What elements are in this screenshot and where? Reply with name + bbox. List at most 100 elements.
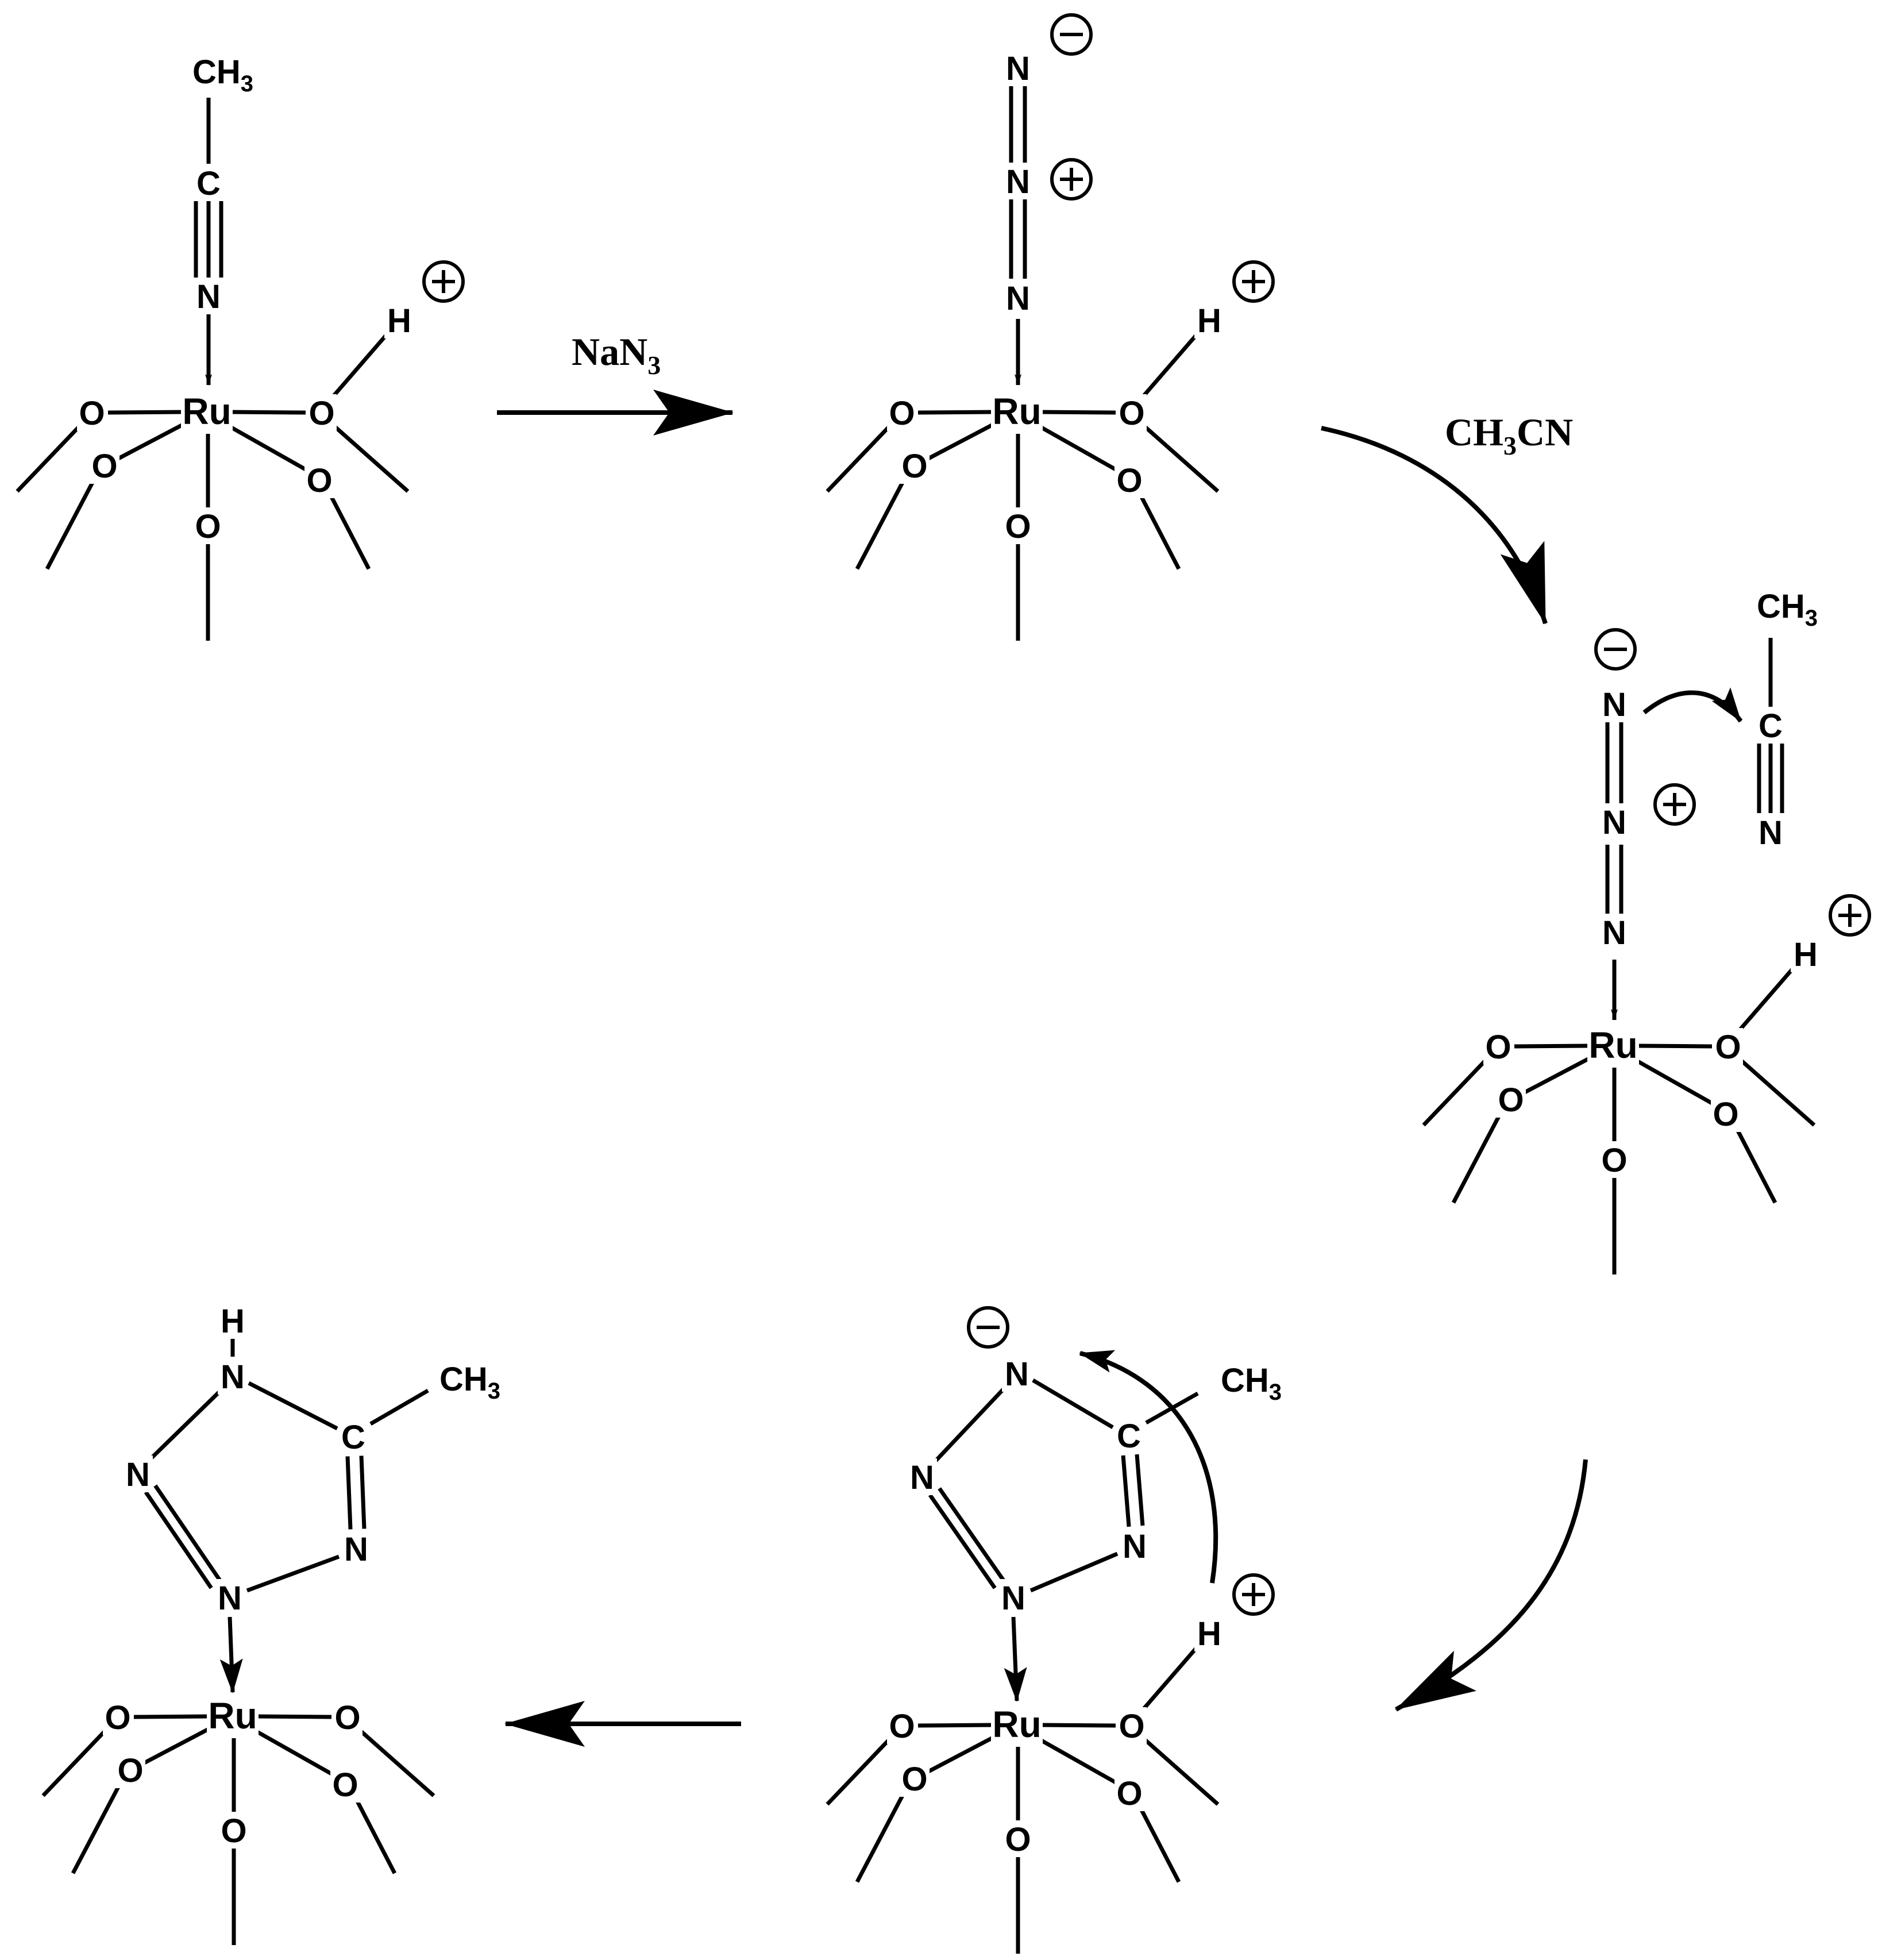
reagent-acetonitrile: CH3CN: [1445, 410, 1573, 460]
negative-charge: −: [1050, 13, 1093, 56]
oxygen-atom: O: [1713, 1096, 1738, 1133]
positive-charge: +: [422, 260, 465, 303]
atom-label-background: [77, 394, 107, 431]
ligand-bond: [331, 423, 410, 493]
atom-label-background: [218, 1302, 248, 1339]
c-n-double-bond: [345, 1456, 353, 1530]
n-c-bond: [248, 1381, 338, 1431]
ruthenium-atom: Ru: [208, 1695, 257, 1736]
oxygen-atom: O: [105, 1699, 130, 1736]
atom-label-background: [193, 507, 223, 544]
nitrogen-atom: N: [1123, 1528, 1147, 1565]
methyl-group: CH3: [192, 53, 253, 97]
ligand-bond: [1142, 423, 1220, 493]
atom-label-background: [123, 1455, 153, 1492]
atom-label-background: [1003, 1820, 1033, 1857]
ru-o-bond: [917, 410, 994, 415]
atom-label-background: [333, 1699, 363, 1735]
atom-label-background: [1756, 707, 1786, 744]
atom-label-background: [1003, 279, 1033, 316]
ligand-bond: [1734, 1126, 1777, 1204]
ru-o-bond: [133, 1714, 210, 1719]
o-h-bond: [330, 332, 390, 399]
oxygen-atom: O: [334, 1699, 360, 1736]
ligand-bond: [353, 1797, 397, 1874]
ligand-bond: [327, 492, 371, 570]
atom-label-background: [1756, 814, 1786, 850]
n-ru-coordinate-bond: [219, 1616, 243, 1693]
oxygen-atom: O: [332, 1766, 358, 1804]
ligand-bond: [41, 1728, 108, 1797]
n-n-bond: [1029, 1551, 1119, 1593]
atom-label-background: [1117, 394, 1147, 431]
atom-label-background: [338, 1418, 368, 1455]
oxygen-atom: O: [1116, 1775, 1142, 1812]
ru-label-background: [207, 1693, 259, 1737]
ligand-bond: [16, 423, 82, 493]
ligand-bond: [71, 1782, 122, 1874]
atom-label-background: [1496, 1081, 1526, 1118]
n-c-bond: [1032, 1378, 1114, 1430]
nitrogen-atom: N: [1006, 280, 1030, 317]
atom-label-background: [1194, 1615, 1224, 1651]
ru-label-background: [991, 1702, 1043, 1746]
c-c-bond: [369, 1388, 429, 1426]
arrow-step3: [1395, 1459, 1588, 1712]
ligand-bond: [1422, 1057, 1488, 1127]
oxygen-atom: O: [1498, 1081, 1524, 1119]
nitrogen-atom: N: [1006, 163, 1030, 201]
negative-charge: −: [1594, 628, 1637, 671]
nitrogen-atom: N: [1006, 50, 1030, 87]
n-n-bond: [934, 1387, 1006, 1462]
oxygen-atom: O: [306, 462, 332, 499]
atom-label-background: [330, 1766, 360, 1803]
ligand-bond: [855, 1791, 907, 1883]
atom-label-background: [1115, 1774, 1144, 1811]
ru-o-bond: [927, 421, 996, 461]
o-h-bond: [1140, 332, 1200, 399]
atom-label-background: [887, 394, 917, 431]
ru-o-bond: [927, 1734, 996, 1774]
atom-label-background: [194, 278, 223, 314]
ru-o-bond: [143, 1726, 212, 1765]
ligand-bond: [45, 478, 97, 570]
atom-label-background: [307, 394, 337, 431]
methyl-group: CH3: [1757, 588, 1818, 631]
oxygen-atom: O: [91, 448, 117, 485]
atom-label-background: [1599, 1141, 1629, 1178]
atom-label-background: [1194, 302, 1224, 338]
n-n-double-bond: [144, 1491, 213, 1589]
hydrogen-atom: H: [1794, 936, 1818, 973]
atom-label-background: [1483, 1028, 1513, 1065]
oxygen-atom: O: [221, 1812, 246, 1850]
atom-label-background: [219, 1812, 249, 1849]
nitrogen-atom: N: [1602, 804, 1626, 841]
oxygen-atom: O: [1485, 1029, 1511, 1066]
atom-label-background: [1120, 1527, 1150, 1564]
c-n-double-bond: [359, 1455, 367, 1529]
oxygen-atom: O: [1119, 1708, 1144, 1745]
hydrogen-atom: H: [1197, 302, 1221, 340]
ruthenium-atom: Ru: [992, 1704, 1041, 1745]
ru-o-bond: [1039, 410, 1116, 415]
atom-label-background: [1599, 686, 1629, 722]
ru-o-bond: [1632, 1056, 1713, 1106]
atom-label-background: [1002, 1355, 1032, 1392]
nitrogen-atom: N: [1759, 814, 1783, 852]
ligand-bond: [1451, 1112, 1503, 1204]
ligand-bond: [1137, 492, 1181, 570]
ru-o-bond: [107, 410, 184, 415]
hydrogen-atom: H: [387, 302, 411, 340]
oxygen-atom: O: [1116, 462, 1142, 499]
n-n-bond: [246, 1554, 340, 1593]
c-n-double-bond: [1135, 1454, 1145, 1526]
atom-label-background: [215, 1579, 245, 1616]
nitrogen-atom: N: [344, 1531, 368, 1568]
nitrogen-atom: N: [221, 1358, 245, 1396]
atom-label-background: [1713, 1028, 1743, 1065]
nitrogen-atom: N: [218, 1580, 242, 1617]
ligand-bond: [826, 423, 892, 493]
positive-charge: +: [1232, 1573, 1275, 1616]
ru-o-bond: [1524, 1055, 1592, 1095]
